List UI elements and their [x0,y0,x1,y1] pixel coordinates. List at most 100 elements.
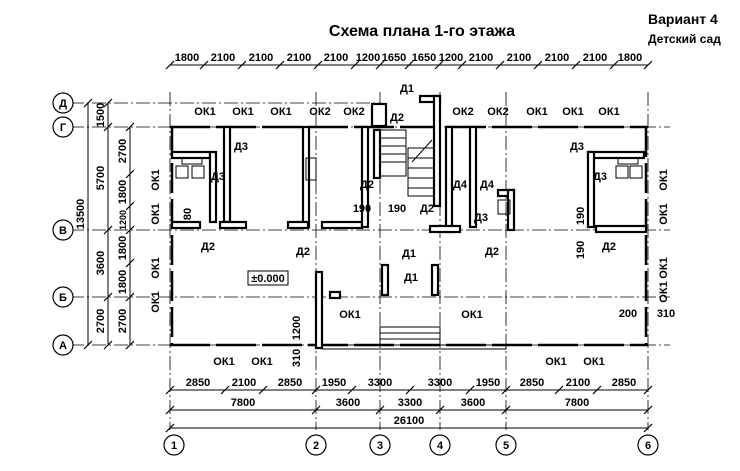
door-mark: Д1 [400,83,414,95]
window-mark: ОК1 [526,106,547,118]
plan-title: Схема плана 1-го этажа [329,23,515,40]
left-dim-1: 1500 [95,103,107,127]
window-mark: ОК1 [150,203,162,224]
window-mark: ОК1 [461,309,482,321]
bottom-dim-5: 3300 [368,377,392,389]
top-dim-6: 1200 [356,52,380,64]
misc-dim-310-b: 310 [657,308,675,320]
window-mark: ОК1 [562,106,583,118]
window-mark: ОК1 [194,106,215,118]
sanitary-fixtures [175,157,643,215]
bottom-dim-3: 2850 [278,377,302,389]
window-mark: ОК1 [251,356,272,368]
axis-label-row-d: Д [59,98,67,110]
top-dim-10: 2100 [469,52,493,64]
axis-label-row-v: В [59,225,67,237]
left-inner-dim-6: 2700 [117,309,129,333]
left-dim-3: 3600 [95,251,107,275]
left-inner-dimension-chain: 2700 1800 1200 1800 1800 2700 [117,122,135,350]
top-dim-3: 2100 [249,52,273,64]
variant-label: Вариант 4 [648,11,718,27]
bottom-dimension-chain-1: 2850 2100 2850 1950 3300 3300 1950 2850 … [165,377,653,395]
door-mark: Д3 [211,171,225,183]
window-mark: ОК1 [150,257,162,278]
misc-dimensions: 80 190 190 190 190 310 1200 200 310 [182,203,675,367]
window-mark: ОК2 [487,106,508,118]
door-mark: Д2 [201,241,215,253]
window-mark: ОК1 [598,106,619,118]
door-mark: Д1 [404,272,418,284]
window-mark: ОК1 [270,106,291,118]
window-mark: ОК1 [545,356,566,368]
bottom-overall-dimension: 26100 [165,415,653,433]
door-mark: Д2 [296,246,310,258]
left-inner-dim-4: 1800 [117,236,129,260]
bottom-dim-sum-4: 3600 [461,397,485,409]
interior-walls [170,94,648,350]
window-mark: ОК2 [343,106,364,118]
outer-walls [170,125,648,347]
window-mark: ОК1 [339,309,360,321]
top-dim-8: 1650 [412,52,436,64]
door-mark: Д3 [570,141,584,153]
top-dim-2: 2100 [211,52,235,64]
axis-label-col-4: 4 [437,440,444,452]
door-mark: Д2 [390,112,404,124]
misc-dim-190-d: 190 [575,241,587,259]
bottom-dim-sum-1: 7800 [231,397,255,409]
misc-dim-1200: 1200 [291,316,303,340]
bottom-dim-8: 2850 [520,377,544,389]
door-mark: Д3 [234,141,248,153]
bottom-dimension-chain-2: 7800 3600 3300 3600 7800 [165,397,653,415]
misc-dim-80: 80 [182,208,194,220]
row-axis-markers: Д Г В Б А [52,92,74,356]
axis-label-col-2: 2 [313,440,319,452]
window-mark: ОК1 [658,281,670,302]
misc-dim-310-a: 310 [291,349,303,367]
bottom-dim-2: 2100 [232,377,256,389]
bottom-dim-4: 1950 [322,377,346,389]
bottom-dim-sum-3: 3300 [398,397,422,409]
window-mark: ОК2 [452,106,473,118]
door-mark: Д1 [402,248,416,260]
misc-dim-190-b: 190 [388,203,406,215]
column-axis-markers: 1 2 3 4 5 6 [163,434,659,456]
top-dim-5: 2100 [324,52,348,64]
door-mark: Д2 [485,246,499,258]
window-mark: ОК2 [309,106,330,118]
window-mark: ОК1 [232,106,253,118]
axis-label-row-a: А [59,340,67,352]
bottom-dim-6: 3300 [428,377,452,389]
axis-label-row-b: Б [59,292,67,304]
bottom-dim-1: 2850 [186,377,210,389]
bottom-dim-sum-2: 3600 [336,397,360,409]
window-mark: ОК1 [150,291,162,312]
left-dim-2: 5700 [95,166,107,190]
left-dim-overall: 13500 [75,199,87,230]
misc-dim-190-c: 190 [575,207,587,225]
axis-label-col-6: 6 [645,440,651,452]
top-dim-9: 1200 [439,52,463,64]
misc-dim-190-a: 190 [353,203,371,215]
axis-label-col-5: 5 [503,440,509,452]
left-overall-dimension: 13500 [75,98,93,350]
axis-label-col-1: 1 [171,440,177,452]
left-dim-4: 2700 [95,309,107,333]
level-mark: ±0.000 [247,270,289,286]
door-mark: Д2 [602,241,616,253]
bottom-dim-overall: 26100 [394,415,425,427]
top-dim-1: 1800 [175,52,199,64]
door-mark: Д2 [420,203,434,215]
left-inner-dim-2: 1800 [117,180,129,204]
door-mark: Д4 [453,179,468,191]
bottom-dim-7: 1950 [476,377,500,389]
top-dim-11: 2100 [507,52,531,64]
window-mark: ОК1 [213,356,234,368]
window-mark: ОК1 [658,169,670,190]
window-mark: ОК1 [583,356,604,368]
window-mark: ОК1 [658,257,670,278]
window-mark: ОК1 [658,203,670,224]
window-mark: ОК1 [150,169,162,190]
top-dim-14: 1800 [618,52,642,64]
